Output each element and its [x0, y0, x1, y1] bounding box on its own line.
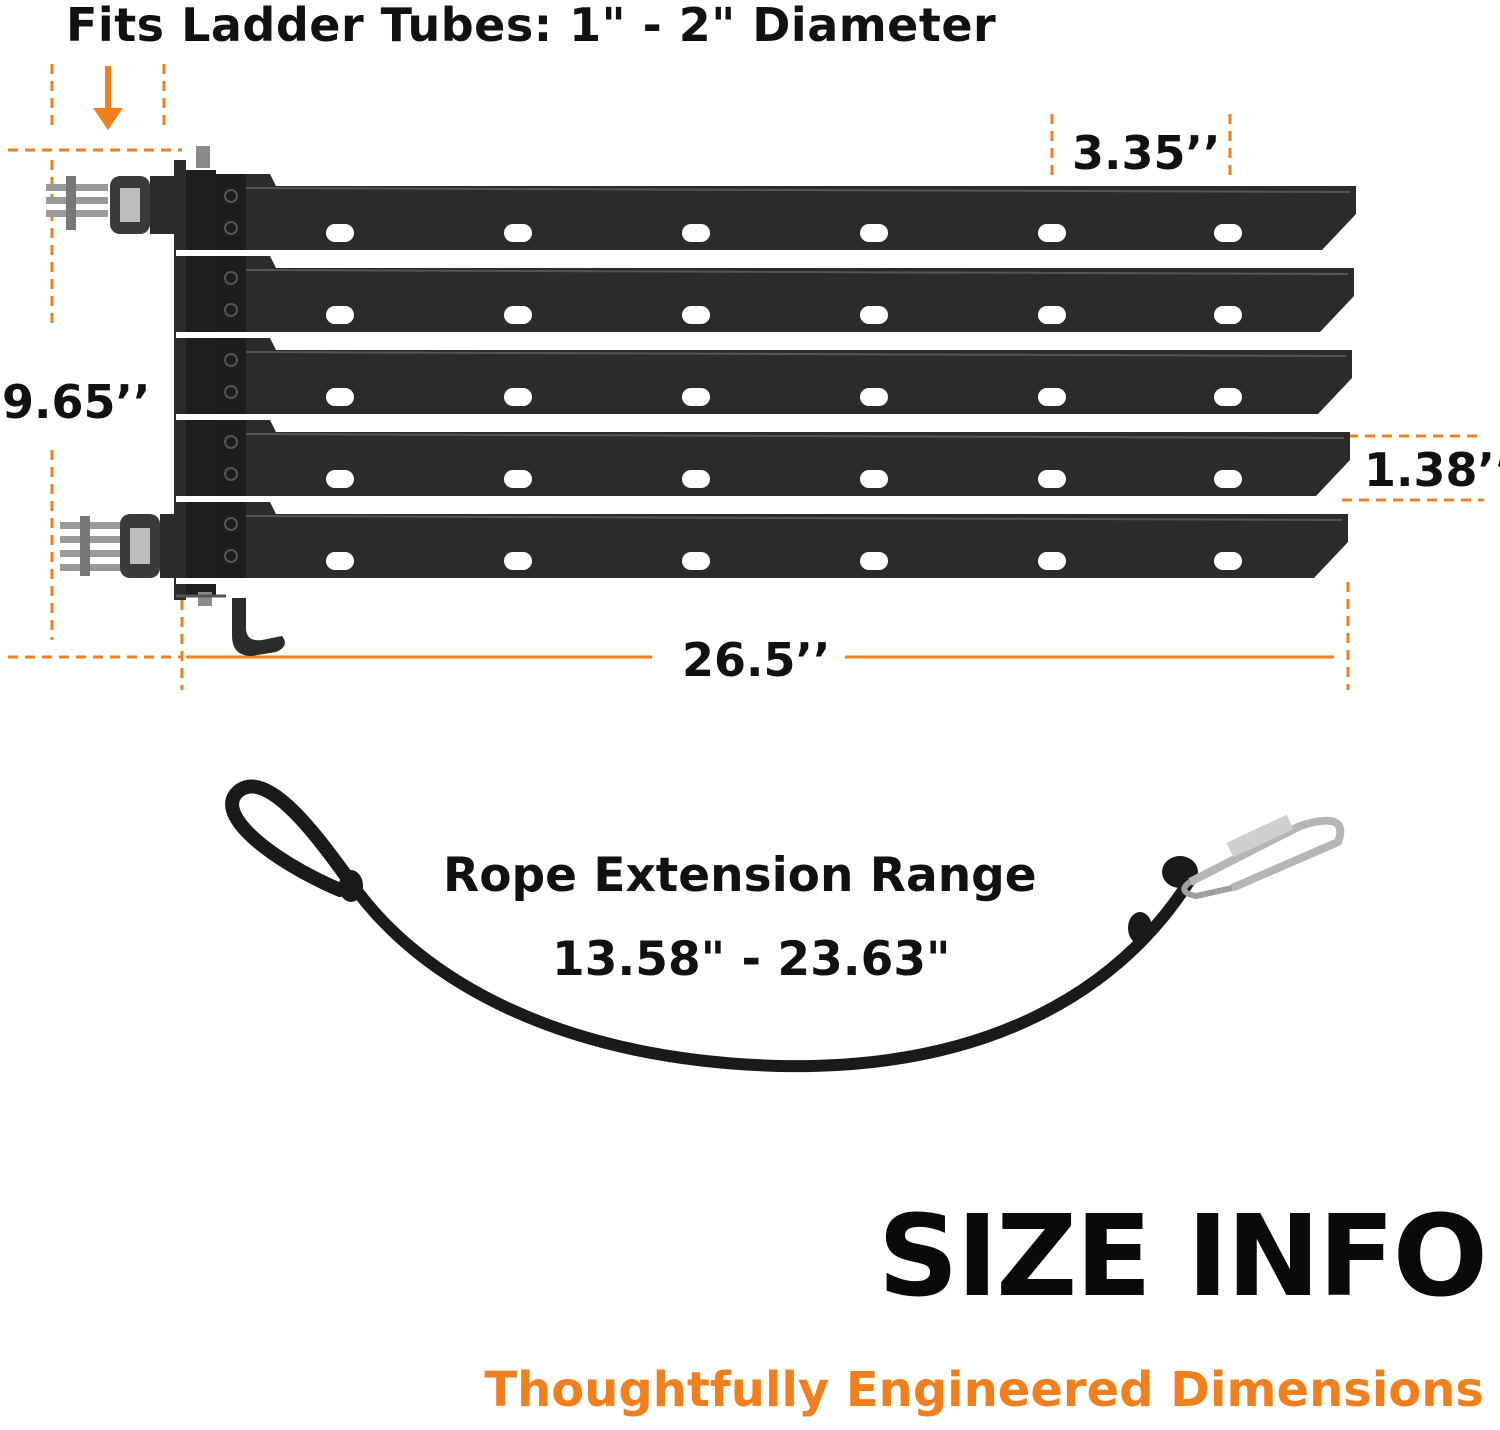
mounting-hole — [326, 224, 354, 242]
rope-range: 13.58" - 23.63" — [552, 932, 951, 987]
mounting-hole — [326, 552, 354, 570]
mounting-hole — [326, 388, 354, 406]
mounting-hole — [682, 388, 710, 406]
mounting-hole — [1038, 470, 1066, 488]
mounting-hole — [1038, 306, 1066, 324]
mounting-hole — [682, 552, 710, 570]
mounting-hole — [504, 224, 532, 242]
mounting-hole — [1038, 224, 1066, 242]
ladder-tube-diameter-label: Fits Ladder Tubes: 1" - 2" Diameter — [66, 0, 997, 52]
rack-arm — [176, 502, 1348, 584]
mounting-hole — [1214, 224, 1242, 242]
mounting-hole — [682, 224, 710, 242]
mounting-hole — [1214, 388, 1242, 406]
clamp-top — [46, 176, 178, 234]
rope-title: Rope Extension Range — [443, 848, 1037, 903]
dimension-lines — [8, 64, 1484, 690]
mounting-hole — [860, 306, 888, 324]
mounting-hole — [860, 388, 888, 406]
clamp-bottom — [60, 514, 178, 578]
mounting-hole — [1214, 552, 1242, 570]
hole-spacing-label: 3.35’’ — [1072, 126, 1221, 180]
down-arrow-icon — [93, 66, 123, 130]
mounting-hole — [1038, 388, 1066, 406]
arm-depth-label: 1.38’’ — [1364, 443, 1500, 497]
mounting-hole — [682, 306, 710, 324]
mounting-hole — [860, 470, 888, 488]
mounting-hole — [682, 470, 710, 488]
mounting-hole — [1214, 470, 1242, 488]
mounting-hole — [504, 470, 532, 488]
arm-length-label: 26.5’’ — [682, 633, 831, 687]
rack-arm — [176, 420, 1350, 502]
mounting-hole — [860, 224, 888, 242]
mounting-hole — [860, 552, 888, 570]
mounting-hole — [1038, 552, 1066, 570]
mounting-hole — [504, 388, 532, 406]
carabiner-icon — [1181, 814, 1345, 900]
rack-arm — [176, 338, 1352, 420]
mounting-hole — [504, 306, 532, 324]
mounting-hole — [1214, 306, 1242, 324]
bungee-rope — [225, 779, 1198, 1073]
size-info-subtitle: Thoughtfully Engineered Dimensions — [484, 1362, 1484, 1418]
height-label: 9.65’’ — [2, 375, 151, 429]
hinge-post — [174, 146, 285, 656]
rack-arms — [176, 174, 1356, 584]
mounting-hole — [504, 552, 532, 570]
size-info-heading: SIZE INFO — [877, 1192, 1488, 1322]
mounting-hole — [326, 470, 354, 488]
rack-arm — [176, 174, 1356, 256]
mounting-hole — [326, 306, 354, 324]
rack-arm — [176, 256, 1354, 338]
